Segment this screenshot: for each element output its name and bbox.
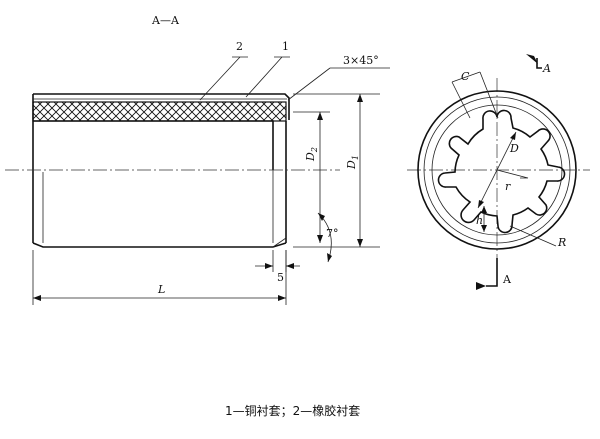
part1-label: 1 [282,40,289,53]
rubber-layer-hatch [32,101,287,122]
section-title: A—A [151,14,180,27]
angle-arrows [318,213,332,262]
groove-width-label: C [461,70,470,83]
length-extensions [32,250,287,305]
d1-label: D1 [345,155,360,170]
section-label-top: A [542,62,551,75]
part2-leader [199,56,248,101]
copper-circle [423,96,571,244]
part2-label: 2 [236,40,243,53]
dim5-arrows [265,263,294,269]
bore-top-line [33,120,274,170]
small-radius-label: r [505,180,511,193]
groove-width-extensions [451,71,499,119]
chamfer-label: 3×45° [343,54,379,67]
groove-width-line [451,71,481,83]
rubber-circle [431,104,563,236]
section-label-bottom: A [502,273,512,286]
large-radius-label: R [557,236,566,249]
dim5-extensions [272,250,287,272]
part1-leader [245,56,290,98]
taper-line [272,237,287,248]
length-label: L [157,283,165,296]
section-marker-top [536,58,542,69]
chamfer-leader [287,67,390,101]
bore-diameter-label: D [509,142,519,155]
section-arrow-top [526,54,538,64]
d2-label: D2 [304,147,319,162]
groove-depth-label: h [476,214,483,227]
dim5-label: 5 [277,271,284,284]
angle-label: 7° [326,227,339,240]
grooved-bore-outline [437,109,566,234]
top-outline [33,93,290,120]
d1-extensions [293,93,380,248]
end-view: D r C h R A A [407,54,590,290]
large-radius-leader [509,225,557,247]
small-radius-leader [496,169,529,179]
longitudinal-section-view: 2 1 3×45° D2 D1 7° 5 L [5,40,390,305]
caption: 1—铜衬套；2—橡胶衬套 [225,403,360,418]
groove-depth-arrows [481,206,487,232]
section-marker-bottom [486,258,498,287]
bottom-outline [32,242,287,248]
outer-circle [417,90,577,250]
section-arrow-bottom [476,282,486,290]
